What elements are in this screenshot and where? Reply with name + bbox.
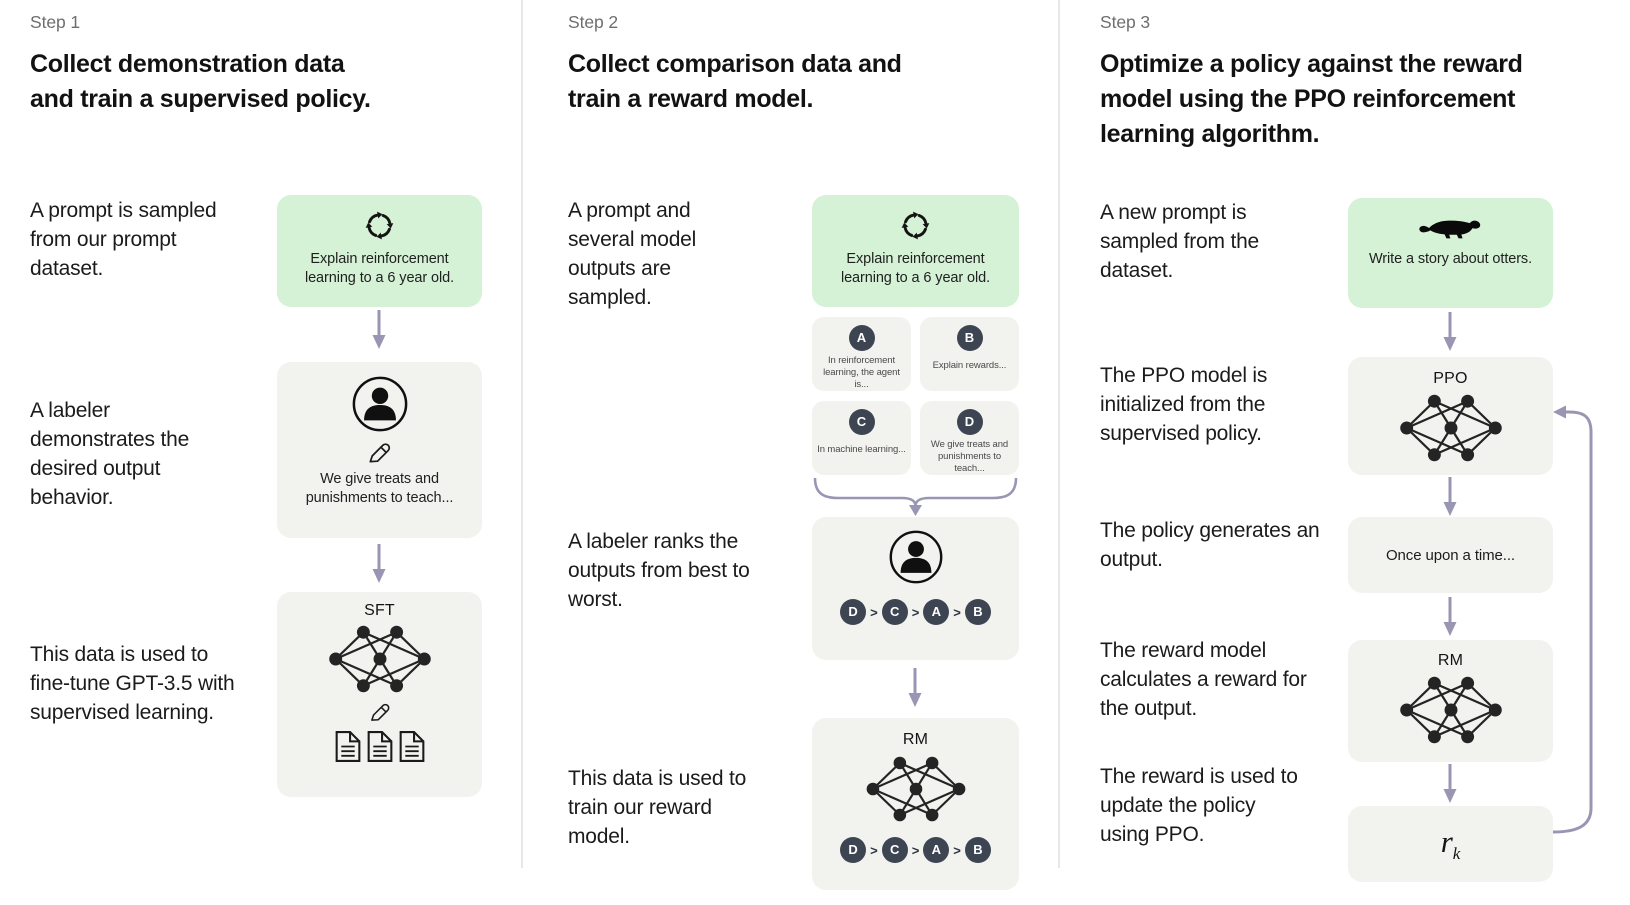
rank-badge: D (840, 599, 867, 625)
step1-caption-prompt: A prompt is sampled from our prompt data… (30, 199, 217, 280)
step3-prompt-box-text: Write a story about otters. (1368, 251, 1533, 267)
arrow-down-icon (905, 668, 925, 708)
step2-caption-rank: A labeler ranks the outputs from best to… (568, 530, 750, 611)
rank-badge: B (964, 599, 991, 625)
rank-separator: > (870, 604, 878, 620)
labeler-person-icon (351, 375, 409, 433)
step3-title: Optimize a policy against the reward mod… (1100, 50, 1523, 148)
reward-symbol: rk (1440, 824, 1461, 863)
rank-separator: > (953, 842, 961, 858)
neural-network-icon (862, 754, 970, 824)
pencil-icon (368, 700, 392, 724)
output-badge-d: D (956, 409, 983, 435)
step2-labeler-box: D > C > A > B (812, 517, 1019, 660)
step2-rm-box: RM D > C > A > B (812, 718, 1019, 890)
neural-network-icon (322, 623, 438, 695)
step1-caption-labeler: A labeler demonstrates the desired outpu… (30, 399, 190, 509)
step3-caption-update: The reward is used to update the policy … (1100, 765, 1298, 846)
neural-network-icon (1393, 392, 1509, 464)
arrow-down-icon (1440, 312, 1460, 352)
step2-caption-train: This data is used to train our reward mo… (568, 767, 747, 848)
output-text-b: Explain rewards... (932, 360, 1007, 371)
rank-separator: > (911, 604, 920, 620)
output-text-c: In machine learning... (817, 444, 906, 455)
ranking-row: D > C > A > B (840, 599, 991, 625)
arrow-down-icon (369, 310, 389, 350)
ranking-row: D > C > A > B (840, 837, 991, 863)
rm-label: RM (1437, 652, 1464, 669)
documents-icon-row (334, 730, 426, 763)
rank-separator: > (911, 842, 920, 858)
step3-output-box-text: Once upon a time... (1385, 546, 1515, 564)
rank-separator: > (953, 604, 961, 620)
otter-icon (1417, 214, 1485, 242)
rm-label: RM (902, 731, 929, 748)
step3-rm-box: RM (1348, 640, 1553, 762)
output-card-d: D We give treats and punishments to teac… (920, 401, 1019, 475)
step2-label: Step 2 (568, 12, 618, 32)
step2-title: Collect comparison data and train a rewa… (568, 50, 902, 113)
step1-sft-box: SFT (277, 592, 482, 797)
step1-caption-finetune: This data is used to fine-tune GPT-3.5 w… (30, 643, 235, 724)
step1-labeler-box: We give treats and punishments to teach.… (277, 362, 482, 538)
labeler-person-icon (888, 529, 944, 585)
step1-prompt-box-text: Explain reinforcement learning to a 6 ye… (304, 251, 455, 287)
step2-prompt-box: Explain reinforcement learning to a 6 ye… (812, 195, 1019, 307)
document-icon (398, 730, 426, 763)
arrow-down-icon (369, 544, 389, 584)
step1-label: Step 1 (30, 12, 80, 32)
arrow-down-icon (1440, 477, 1460, 517)
ppo-label: PPO (1433, 370, 1468, 387)
sft-label: SFT (364, 602, 395, 619)
rank-badge: A (923, 599, 950, 625)
output-badge-a: A (848, 325, 875, 351)
merge-brace-icon (813, 477, 1018, 516)
output-text-a: In reinforcement learning, the agent is.… (823, 355, 900, 391)
output-text-d: We give treats and punishments to teach.… (930, 439, 1009, 475)
step1-labeler-box-text: We give treats and punishments to teach.… (305, 471, 454, 507)
output-card-a: A In reinforcement learning, the agent i… (812, 317, 911, 391)
cycle-icon (364, 210, 395, 241)
column-divider-1 (521, 0, 523, 868)
rank-badge: D (840, 837, 867, 863)
output-badge-b: B (956, 325, 983, 351)
step3-ppo-box: PPO (1348, 357, 1553, 475)
column-divider-2 (1058, 0, 1060, 868)
step3-label: Step 3 (1100, 12, 1150, 32)
step3-caption-ppo: The PPO model is initialized from the su… (1100, 364, 1268, 445)
step1-prompt-box: Explain reinforcement learning to a 6 ye… (277, 195, 482, 307)
document-icon (366, 730, 394, 763)
step3-caption-prompt: A new prompt is sampled from the dataset… (1100, 201, 1260, 282)
pencil-icon (366, 439, 393, 466)
feedback-loop-arrow-icon (1552, 405, 1593, 834)
output-card-b: B Explain rewards... (920, 317, 1019, 391)
arrow-down-icon (1440, 764, 1460, 804)
step3-caption-output: The policy generates an output. (1100, 519, 1320, 571)
document-icon (334, 730, 362, 763)
rank-badge: B (964, 837, 991, 863)
step3-reward-box: rk (1348, 806, 1553, 882)
output-badge-c: C (848, 409, 875, 435)
step2-caption-prompt: A prompt and several model outputs are s… (568, 199, 697, 309)
output-card-c: C In machine learning... (812, 401, 911, 475)
rank-separator: > (870, 842, 878, 858)
step3-output-box: Once upon a time... (1348, 517, 1553, 593)
rank-badge: A (923, 837, 950, 863)
cycle-icon (900, 210, 931, 241)
step2-prompt-box-text: Explain reinforcement learning to a 6 ye… (840, 251, 991, 287)
rank-badge: C (881, 599, 908, 625)
step1-title: Collect demonstration data and train a s… (30, 50, 371, 113)
step3-caption-reward-model: The reward model calculates a reward for… (1100, 639, 1307, 720)
arrow-down-icon (1440, 597, 1460, 637)
step3-prompt-box: Write a story about otters. (1348, 198, 1553, 308)
rank-badge: C (881, 837, 908, 863)
neural-network-icon (1393, 674, 1509, 746)
